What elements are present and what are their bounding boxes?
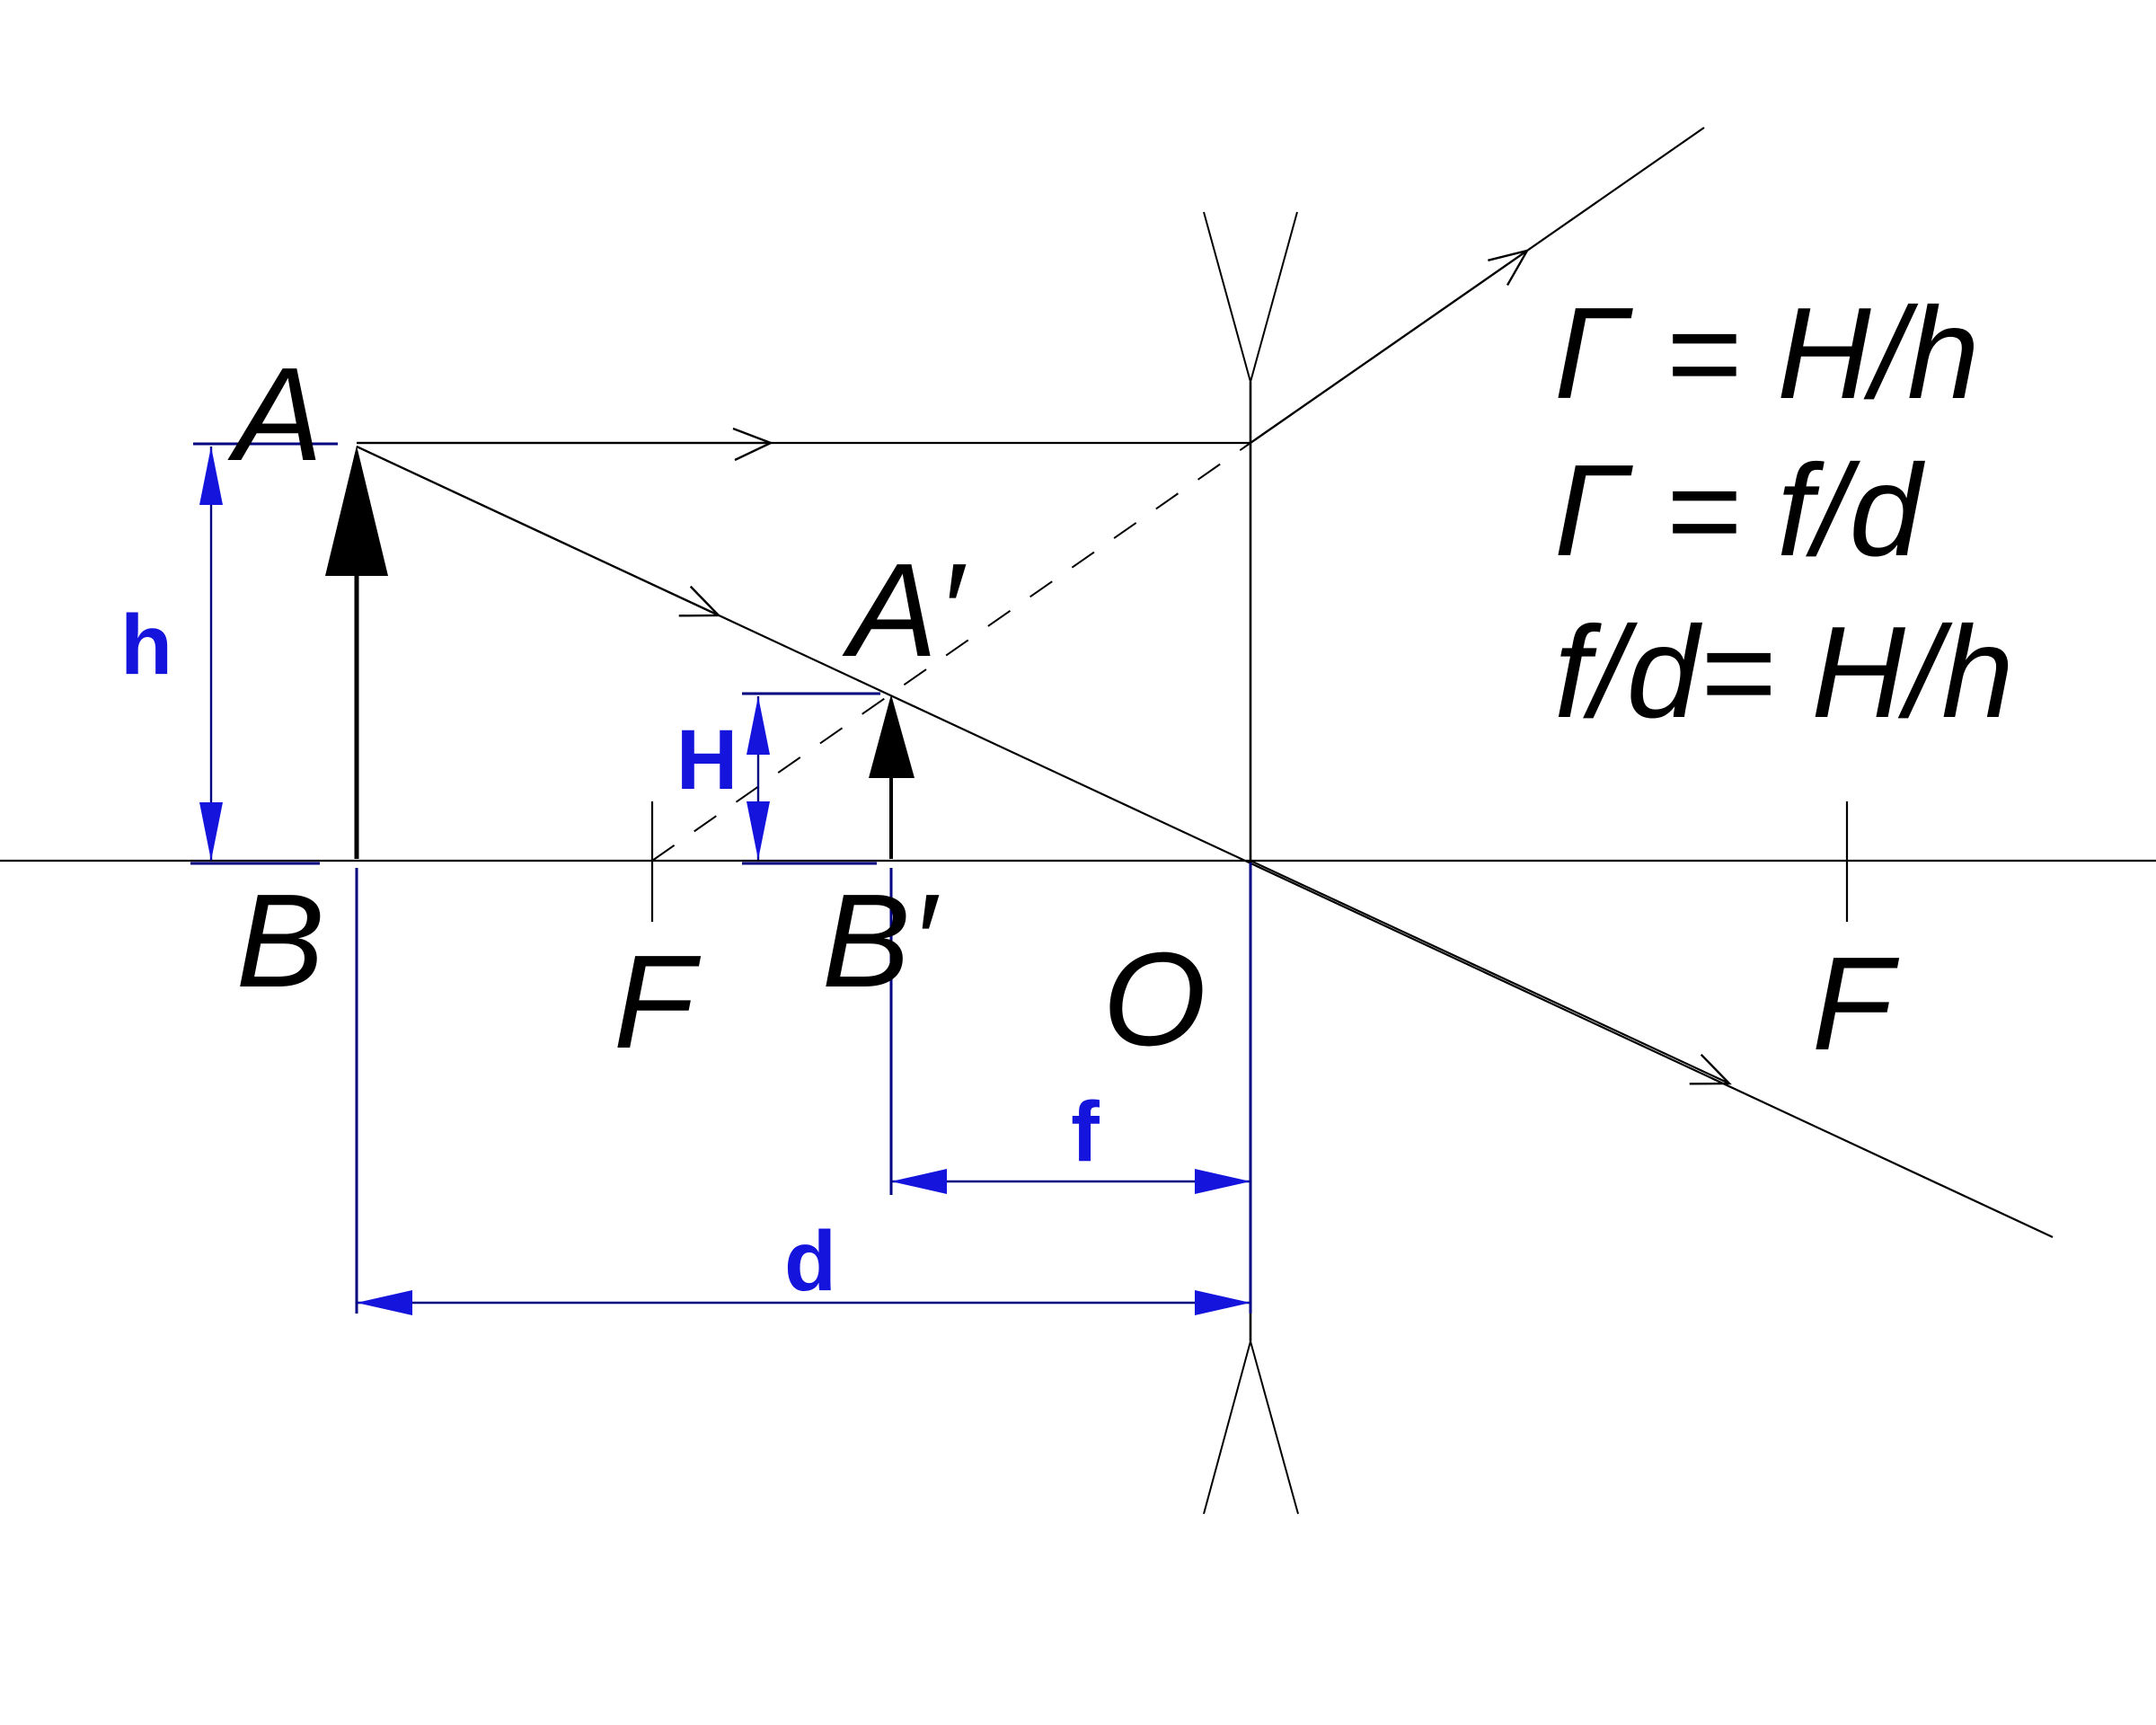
dimension-d-arrow-right-icon <box>1195 1290 1250 1315</box>
formula-magnification-distances: Γ = f/d <box>1554 438 1926 583</box>
formula-equality: f/d= H/h <box>1554 599 2014 745</box>
label-image-bottom: B′ <box>822 867 940 1015</box>
central-ray-direction-arrow2-icon <box>1250 860 1732 1085</box>
label-focus-right: F <box>1812 930 1900 1078</box>
dimension-d <box>357 1290 1250 1315</box>
virtual-ray-dashed <box>651 442 1251 862</box>
image-arrow <box>869 694 915 859</box>
central-ray-direction-arrow-icon <box>356 446 721 617</box>
dimension-f-arrow-left-icon <box>891 1169 947 1194</box>
lens-arrowhead-top <box>1203 211 1298 385</box>
dimension-f <box>891 1169 1250 1194</box>
label-image-top: A′ <box>842 536 967 685</box>
label-object-bottom: B <box>236 867 325 1015</box>
object-arrowhead-icon <box>325 446 388 576</box>
dimension-f-arrow-right-icon <box>1195 1169 1250 1194</box>
rays <box>356 127 2054 1238</box>
label-image-height: H <box>676 712 738 808</box>
dimension-d-arrow-left-icon <box>357 1290 412 1315</box>
label-focus-left: F <box>614 928 702 1076</box>
label-object-top: A <box>227 341 323 489</box>
dimension-H <box>742 692 880 865</box>
lens-arrowhead-bottom <box>1203 1338 1299 1515</box>
refracted-ray-direction-arrow-icon <box>1250 249 1530 444</box>
dimension-H-arrow-down-icon <box>747 801 770 860</box>
label-focal-length: f <box>1071 1084 1100 1180</box>
dimension-H-arrow-up-icon <box>747 696 770 755</box>
label-optical-center: O <box>1102 925 1206 1074</box>
formula-magnification-heights: Γ = H/h <box>1554 280 1980 426</box>
dimension-h <box>190 442 338 865</box>
dimension-h-arrow-up-icon <box>199 447 223 505</box>
formula-block: Γ = H/h Γ = f/d f/d= H/h <box>1554 280 2014 745</box>
image-arrowhead-icon <box>869 694 915 778</box>
object-arrow <box>325 446 388 859</box>
label-object-height: h <box>120 597 172 693</box>
label-object-distance: d <box>784 1214 836 1309</box>
extension-lines <box>355 862 1252 1314</box>
dimension-h-arrow-down-icon <box>199 802 223 861</box>
